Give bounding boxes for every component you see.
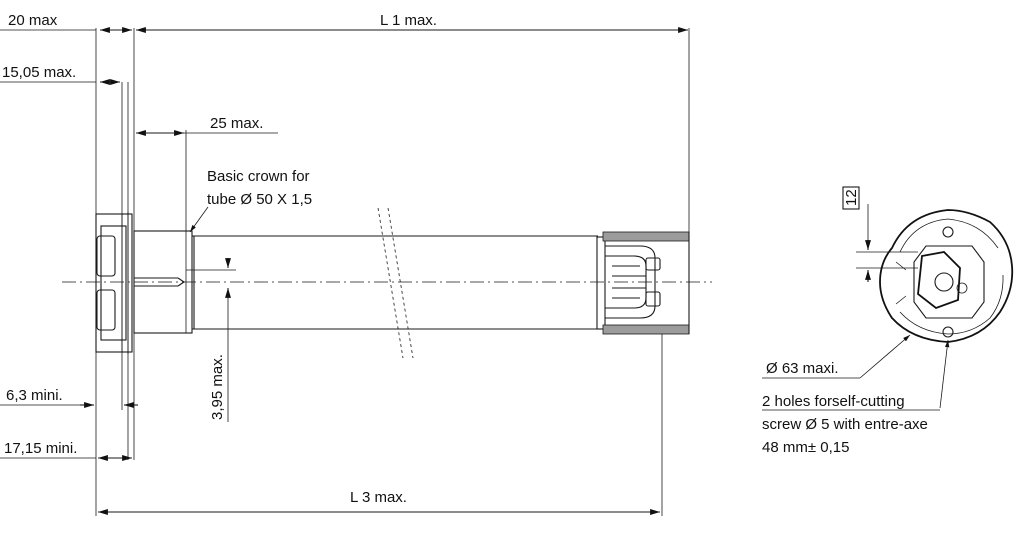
head-flange-inner <box>100 225 127 341</box>
dimension-lines <box>0 27 690 516</box>
end-ring-top <box>602 231 690 242</box>
end-view-holes-line2: screw Ø 5 with entre-axe <box>762 416 928 433</box>
flange-slot-bottom <box>96 289 116 331</box>
break-mark-1 <box>377 207 404 359</box>
dim-25-max: 25 max. <box>210 115 263 132</box>
screw-hole-top <box>942 226 954 238</box>
end-view-outer-profile <box>879 209 1014 343</box>
dim-12: 12 <box>843 189 860 206</box>
end-view-center-hub <box>934 272 954 292</box>
end-view-labels: 12 Ø 63 maxi. 2 holes forself-cutting sc… <box>762 189 928 456</box>
end-view-diameter: Ø 63 maxi. <box>766 360 839 377</box>
crown-note-line1: Basic crown for <box>207 168 310 185</box>
dim-20-max: 20 max <box>8 12 58 29</box>
motor-end-view <box>762 186 1014 411</box>
end-ring-bottom <box>602 324 690 335</box>
dim-l3-max: L 3 max. <box>350 489 407 506</box>
end-view-hex-plate <box>917 251 961 310</box>
screw-hole-bottom <box>942 326 954 338</box>
crown-note-line2: tube Ø 50 X 1,5 <box>207 191 312 208</box>
dim-17-15-mini: 17,15 mini. <box>4 440 77 457</box>
dimension-labels: 20 max L 1 max. 15,05 max. 25 max. 3,95 … <box>2 12 437 506</box>
end-view-holes-line3: 48 mm± 0,15 <box>762 439 849 456</box>
flange-slot-top <box>96 235 116 277</box>
dim-15-05-max: 15,05 max. <box>2 64 76 81</box>
dim-l1-max: L 1 max. <box>380 12 437 29</box>
break-mark-2 <box>387 207 414 359</box>
motor-side-view <box>62 207 712 359</box>
dim-3-95-max: 3,95 max. <box>209 354 226 420</box>
dim-12-box <box>842 186 860 210</box>
end-view-holes-line1: 2 holes forself-cutting <box>762 393 905 410</box>
end-driver <box>605 245 656 319</box>
dim-6-3-mini: 6,3 mini. <box>6 387 63 404</box>
